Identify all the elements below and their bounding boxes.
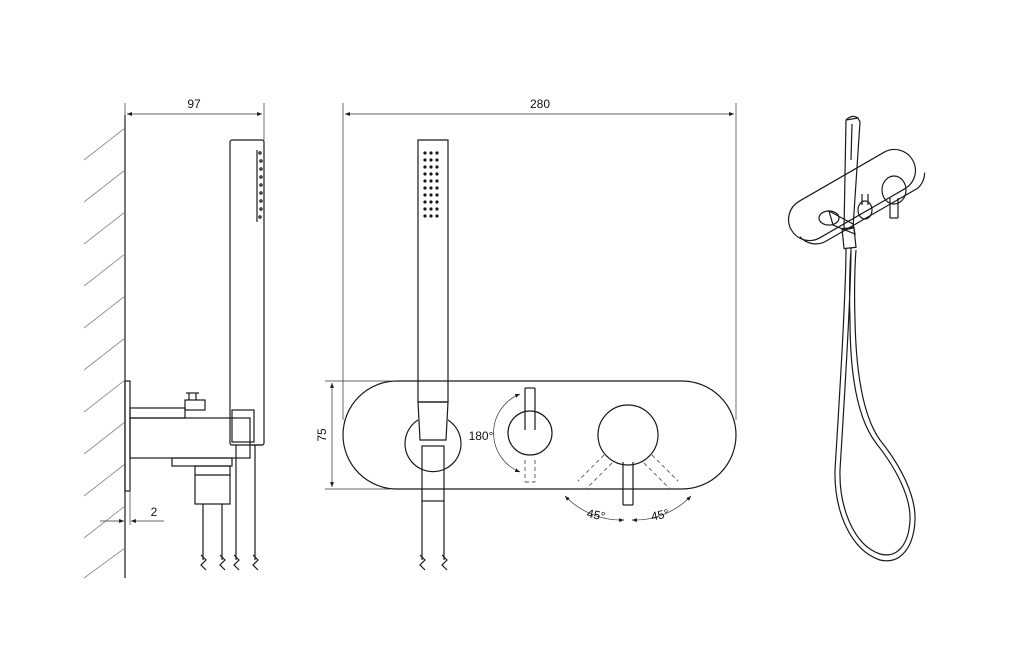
mixer-knob: 45° 45° (564, 404, 692, 524)
lever-left-angle-label: 45° (586, 506, 607, 524)
dimension-wall-gap: 2 (100, 490, 164, 525)
perspective-hand-shower (843, 115, 861, 231)
perspective-wall-plate (787, 148, 926, 245)
wall-gap-label: 2 (151, 505, 158, 519)
side-wall-plate (124, 380, 131, 492)
side-mixer-body (129, 392, 251, 467)
perspective-knobs (857, 175, 907, 220)
dimension-side-width: 97 (124, 97, 265, 140)
lever-right-angle-label: 45° (650, 506, 671, 524)
dimension-plate-height: 75 (315, 380, 390, 490)
wall-hatching (83, 115, 126, 579)
diverter-angle-label: 180° (469, 429, 494, 443)
side-hose-connector (194, 445, 259, 571)
spray-nozzles (423, 151, 439, 218)
front-hand-shower (404, 139, 462, 571)
front-wall-plate (342, 380, 737, 490)
plate-height-label: 75 (315, 428, 329, 442)
side-width-label: 97 (187, 97, 201, 111)
dimension-front-width: 280 (342, 97, 737, 420)
front-view: 280 75 (315, 97, 737, 571)
side-view: 97 (83, 97, 265, 579)
diverter-knob: 180° (469, 387, 553, 483)
perspective-hose (834, 247, 916, 562)
perspective-view (787, 115, 926, 562)
front-width-label: 280 (530, 97, 550, 111)
side-holder (231, 409, 262, 446)
side-hand-shower (229, 139, 265, 446)
perspective-holder (818, 209, 857, 250)
